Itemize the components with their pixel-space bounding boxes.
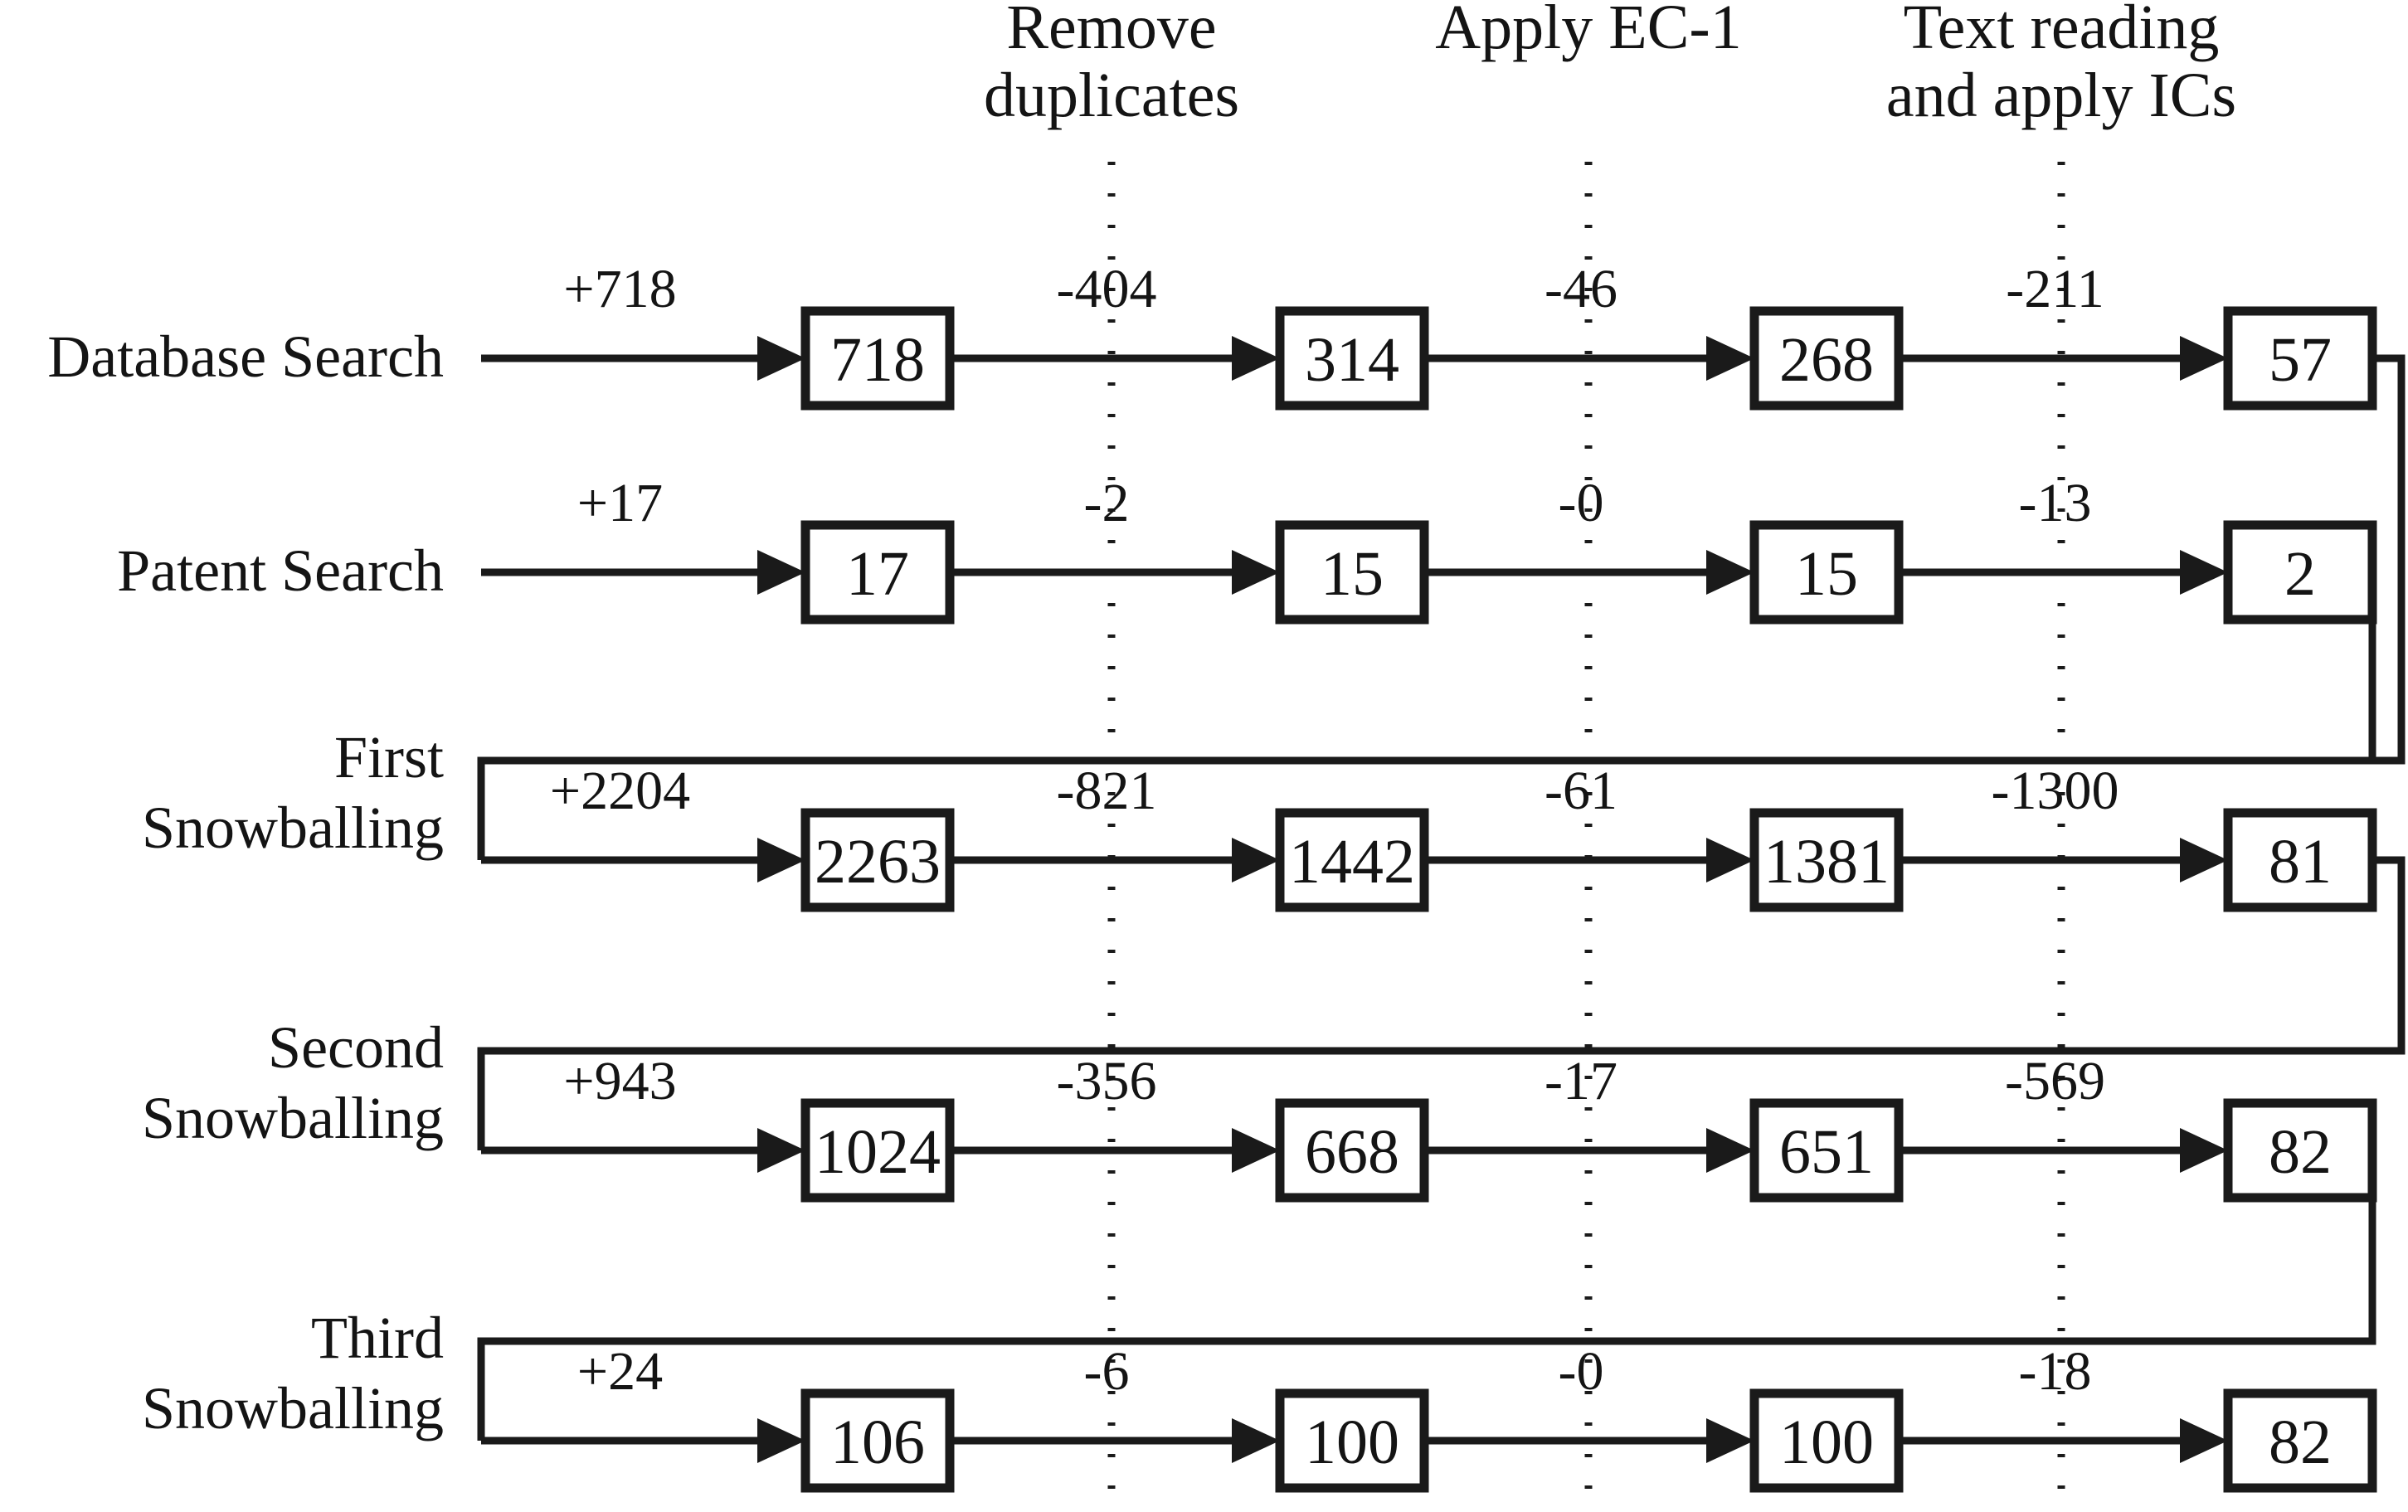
row-label-database-search: Database Search <box>47 323 444 390</box>
count-value-database-search-2: 268 <box>1779 325 1874 395</box>
count-box-third-snowballing-3 <box>2223 1388 2377 1493</box>
input-delta-first-snowballing: +2204 <box>550 761 690 821</box>
step-arrow-head-database-search-1 <box>1706 336 1754 381</box>
count-value-patent-search-3: 2 <box>2284 539 2316 609</box>
step-arrow-head-patent-search-0 <box>1232 550 1280 595</box>
count-box-first-snowballing-2 <box>1749 808 1904 912</box>
feedback-connector-first-snowballing-to-second-snowballing <box>477 856 2406 1150</box>
step-delta-database-search-1: -46 <box>1545 259 1617 319</box>
row-label-first-snowballing-line1: First <box>334 724 444 790</box>
step-arrow-head-second-snowballing-2 <box>2180 1128 2228 1173</box>
stage-header-text-reading-apply-ics-line2: and apply ICs <box>1886 61 2236 130</box>
count-value-second-snowballing-3: 82 <box>2269 1117 2332 1187</box>
count-box-patent-search-1 <box>1275 520 1429 625</box>
step-arrow-head-third-snowballing-0 <box>1232 1418 1280 1463</box>
feedback-connector-patent-search-to-first-snowballing <box>477 572 2376 860</box>
input-arrow-head-second-snowballing <box>757 1128 805 1173</box>
step-delta-second-snowballing-2: -569 <box>2005 1051 2105 1111</box>
row-flow-group <box>481 306 2377 1493</box>
input-delta-patent-search: +17 <box>577 473 663 533</box>
step-arrow-head-second-snowballing-0 <box>1232 1128 1280 1173</box>
stage-header-apply-ec-1-line1: Apply EC-1 <box>1435 0 1741 62</box>
step-arrow-head-first-snowballing-1 <box>1706 838 1754 882</box>
count-value-first-snowballing-0: 2263 <box>815 827 941 897</box>
count-value-third-snowballing-3: 82 <box>2269 1407 2332 1477</box>
count-box-third-snowballing-1 <box>1275 1388 1429 1493</box>
count-value-third-snowballing-1: 100 <box>1305 1407 1399 1477</box>
count-value-database-search-1: 314 <box>1305 325 1399 395</box>
count-value-patent-search-0: 17 <box>846 539 909 609</box>
count-box-second-snowballing-2 <box>1749 1098 1904 1203</box>
step-delta-patent-search-2: -13 <box>2019 473 2092 533</box>
count-box-first-snowballing-3 <box>2223 808 2377 912</box>
step-arrow-head-database-search-2 <box>2180 336 2228 381</box>
count-value-second-snowballing-2: 651 <box>1779 1117 1874 1187</box>
input-arrow-head-third-snowballing <box>757 1418 805 1463</box>
count-value-patent-search-2: 15 <box>1795 539 1858 609</box>
step-arrow-head-first-snowballing-0 <box>1232 838 1280 882</box>
count-value-first-snowballing-2: 1381 <box>1763 827 1890 897</box>
step-delta-first-snowballing-0: -821 <box>1057 761 1157 821</box>
count-value-third-snowballing-0: 106 <box>830 1407 925 1477</box>
feedback-connector-second-snowballing-to-third-snowballing <box>477 1150 2376 1441</box>
count-box-second-snowballing-3 <box>2223 1098 2377 1203</box>
step-arrow-head-third-snowballing-1 <box>1706 1418 1754 1463</box>
row-label-first-snowballing-line2: Snowballing <box>142 795 444 861</box>
step-delta-patent-search-1: -0 <box>1559 473 1604 533</box>
stage-header-remove-duplicates-line1: Remove <box>1006 0 1216 62</box>
step-arrow-head-third-snowballing-2 <box>2180 1418 2228 1463</box>
row-label-second-snowballing-line2: Snowballing <box>142 1085 444 1151</box>
count-value-second-snowballing-1: 668 <box>1305 1117 1399 1187</box>
count-box-second-snowballing-0 <box>800 1098 955 1203</box>
step-delta-third-snowballing-1: -0 <box>1559 1341 1604 1402</box>
count-box-patent-search-3 <box>2223 520 2377 625</box>
count-value-database-search-0: 718 <box>830 325 925 395</box>
step-delta-first-snowballing-1: -61 <box>1545 761 1617 821</box>
step-arrow-head-patent-search-1 <box>1706 550 1754 595</box>
count-box-patent-search-2 <box>1749 520 1904 625</box>
feedback-connector-group <box>477 354 2406 1441</box>
row-label-third-snowballing-line2: Snowballing <box>142 1375 444 1442</box>
input-arrow-head-patent-search <box>757 550 805 595</box>
input-arrow-head-first-snowballing <box>757 838 805 882</box>
count-value-third-snowballing-2: 100 <box>1779 1407 1874 1477</box>
count-value-first-snowballing-3: 81 <box>2269 827 2332 897</box>
input-delta-third-snowballing: +24 <box>577 1341 663 1402</box>
step-arrow-head-second-snowballing-1 <box>1706 1128 1754 1173</box>
step-arrow-head-database-search-0 <box>1232 336 1280 381</box>
step-arrow-head-first-snowballing-2 <box>2180 838 2228 882</box>
count-box-third-snowballing-0 <box>800 1388 955 1493</box>
count-box-first-snowballing-0 <box>800 808 955 912</box>
count-value-second-snowballing-0: 1024 <box>815 1117 941 1187</box>
step-arrow-head-patent-search-2 <box>2180 550 2228 595</box>
step-delta-second-snowballing-1: -17 <box>1545 1051 1617 1111</box>
step-delta-database-search-0: -404 <box>1057 259 1157 319</box>
step-delta-third-snowballing-2: -18 <box>2019 1341 2092 1402</box>
count-value-patent-search-1: 15 <box>1321 539 1384 609</box>
step-delta-second-snowballing-0: -356 <box>1057 1051 1157 1111</box>
step-delta-first-snowballing-2: -1300 <box>1992 761 2119 821</box>
input-delta-database-search: +718 <box>563 259 676 319</box>
count-box-patent-search-0 <box>800 520 955 625</box>
input-delta-second-snowballing: +943 <box>563 1051 676 1111</box>
row-label-second-snowballing-line1: Second <box>268 1014 444 1081</box>
input-arrow-head-database-search <box>757 336 805 381</box>
row-label-third-snowballing-line1: Third <box>311 1305 444 1371</box>
count-value-first-snowballing-1: 1442 <box>1289 827 1415 897</box>
stage-header-text-reading-apply-ics-line1: Text reading <box>1904 0 2220 62</box>
count-box-database-search-3 <box>2223 306 2377 411</box>
stage-header-remove-duplicates-line2: duplicates <box>984 61 1239 130</box>
step-delta-database-search-2: -211 <box>2006 259 2104 319</box>
step-delta-third-snowballing-0: -6 <box>1084 1341 1130 1402</box>
count-value-database-search-3: 57 <box>2269 325 2332 395</box>
row-label-patent-search: Patent Search <box>117 537 444 604</box>
step-delta-patent-search-0: -2 <box>1084 473 1130 533</box>
